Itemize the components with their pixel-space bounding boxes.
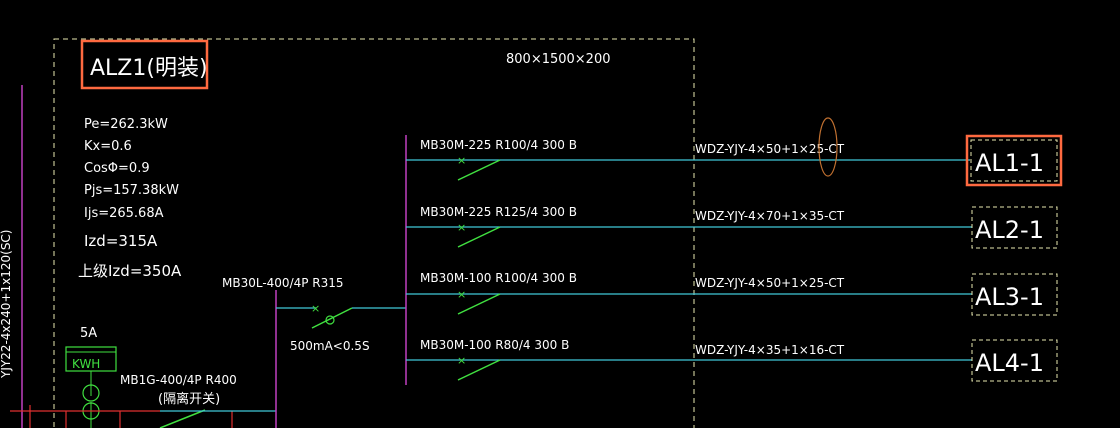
param-cos: CosΦ=0.9 bbox=[84, 161, 150, 176]
circuit-breaker-label: MB30M-100 R80/4 300 B bbox=[420, 338, 569, 352]
rcd-label: 500mA<0.5S bbox=[290, 339, 370, 353]
circuit-cable-label: WDZ-YJY-4×50+1×25-CT bbox=[695, 142, 845, 156]
circuit-target: AL3-1 bbox=[975, 283, 1044, 311]
load-parameters: Pe=262.3kW Kx=0.6 CosΦ=0.9 Pjs=157.38kW … bbox=[78, 117, 182, 280]
target-box bbox=[971, 339, 1058, 382]
circuit-target: AL1-1 bbox=[975, 149, 1044, 177]
panel-dimensions: 800×1500×200 bbox=[506, 52, 611, 67]
target-box bbox=[971, 206, 1058, 249]
isolator-switch-blade bbox=[159, 409, 206, 428]
breaker-x-icon: × bbox=[457, 354, 466, 367]
breaker-switch-blade bbox=[457, 293, 501, 315]
breaker-x-icon: × bbox=[457, 288, 466, 301]
current-transformer-icon bbox=[82, 384, 100, 402]
main-breaker-label: MB30L-400/4P R315 bbox=[222, 276, 344, 290]
cable-annotation-ellipse bbox=[818, 117, 838, 177]
main-breaker-blade bbox=[311, 307, 353, 329]
main-breaker-x-icon: × bbox=[311, 302, 320, 315]
circuit-row[interactable]: MB30M-225 R100/4 300 B × WDZ-YJY-4×50+1×… bbox=[406, 117, 1063, 187]
isolator-note: (隔离开关) bbox=[158, 391, 220, 407]
breaker-switch-blade bbox=[457, 359, 501, 381]
param-kx: Kx=0.6 bbox=[84, 139, 132, 154]
breaker-x-icon: × bbox=[457, 154, 466, 167]
panel-outline bbox=[53, 38, 695, 428]
param-pe: Pe=262.3kW bbox=[84, 117, 168, 132]
kwh-meter-label: KWH bbox=[72, 357, 100, 371]
target-box bbox=[970, 139, 1058, 182]
param-upper-izd: 上级Izd=350A bbox=[78, 262, 182, 280]
circuit-target: AL2-1 bbox=[975, 216, 1044, 244]
circuit-breaker-label: MB30M-225 R100/4 300 B bbox=[420, 138, 577, 152]
rcd-trip-icon bbox=[325, 315, 335, 325]
circuit-row[interactable]: MB30M-100 R100/4 300 B × WDZ-YJY-4×50+1×… bbox=[406, 271, 1058, 316]
circuit-cable-label: WDZ-YJY-4×50+1×25-CT bbox=[695, 276, 845, 290]
target-box-highlight[interactable] bbox=[965, 134, 1063, 187]
circuit-cable-label: WDZ-YJY-4×70+1×35-CT bbox=[695, 209, 845, 223]
circuit-row[interactable]: MB30M-100 R80/4 300 B × WDZ-YJY-4×35+1×1… bbox=[406, 338, 1058, 382]
meter-rating: 5A bbox=[80, 326, 97, 341]
param-ijs: Ijs=265.68A bbox=[84, 206, 164, 221]
circuit-row[interactable]: MB30M-225 R125/4 300 B × WDZ-YJY-4×70+1×… bbox=[406, 205, 1058, 249]
panel-title: ALZ1(明装) bbox=[90, 56, 208, 81]
panel-title-highlight-box[interactable] bbox=[80, 39, 209, 90]
circuit-breaker-label: MB30M-225 R125/4 300 B bbox=[420, 205, 577, 219]
breaker-switch-blade bbox=[457, 226, 501, 248]
isolator-label: MB1G-400/4P R400 bbox=[120, 373, 237, 387]
target-box bbox=[971, 273, 1058, 316]
breaker-x-icon: × bbox=[457, 221, 466, 234]
param-izd: Izd=315A bbox=[84, 232, 158, 250]
circuit-cable-label: WDZ-YJY-4×35+1×16-CT bbox=[695, 343, 845, 357]
param-pjs: Pjs=157.38kW bbox=[84, 183, 179, 198]
circuit-target: AL4-1 bbox=[975, 349, 1044, 377]
incoming-cable-label: YJY22-4x240+1x120(SC) bbox=[0, 230, 13, 380]
breaker-switch-blade bbox=[457, 159, 501, 181]
circuit-breaker-label: MB30M-100 R100/4 300 B bbox=[420, 271, 577, 285]
